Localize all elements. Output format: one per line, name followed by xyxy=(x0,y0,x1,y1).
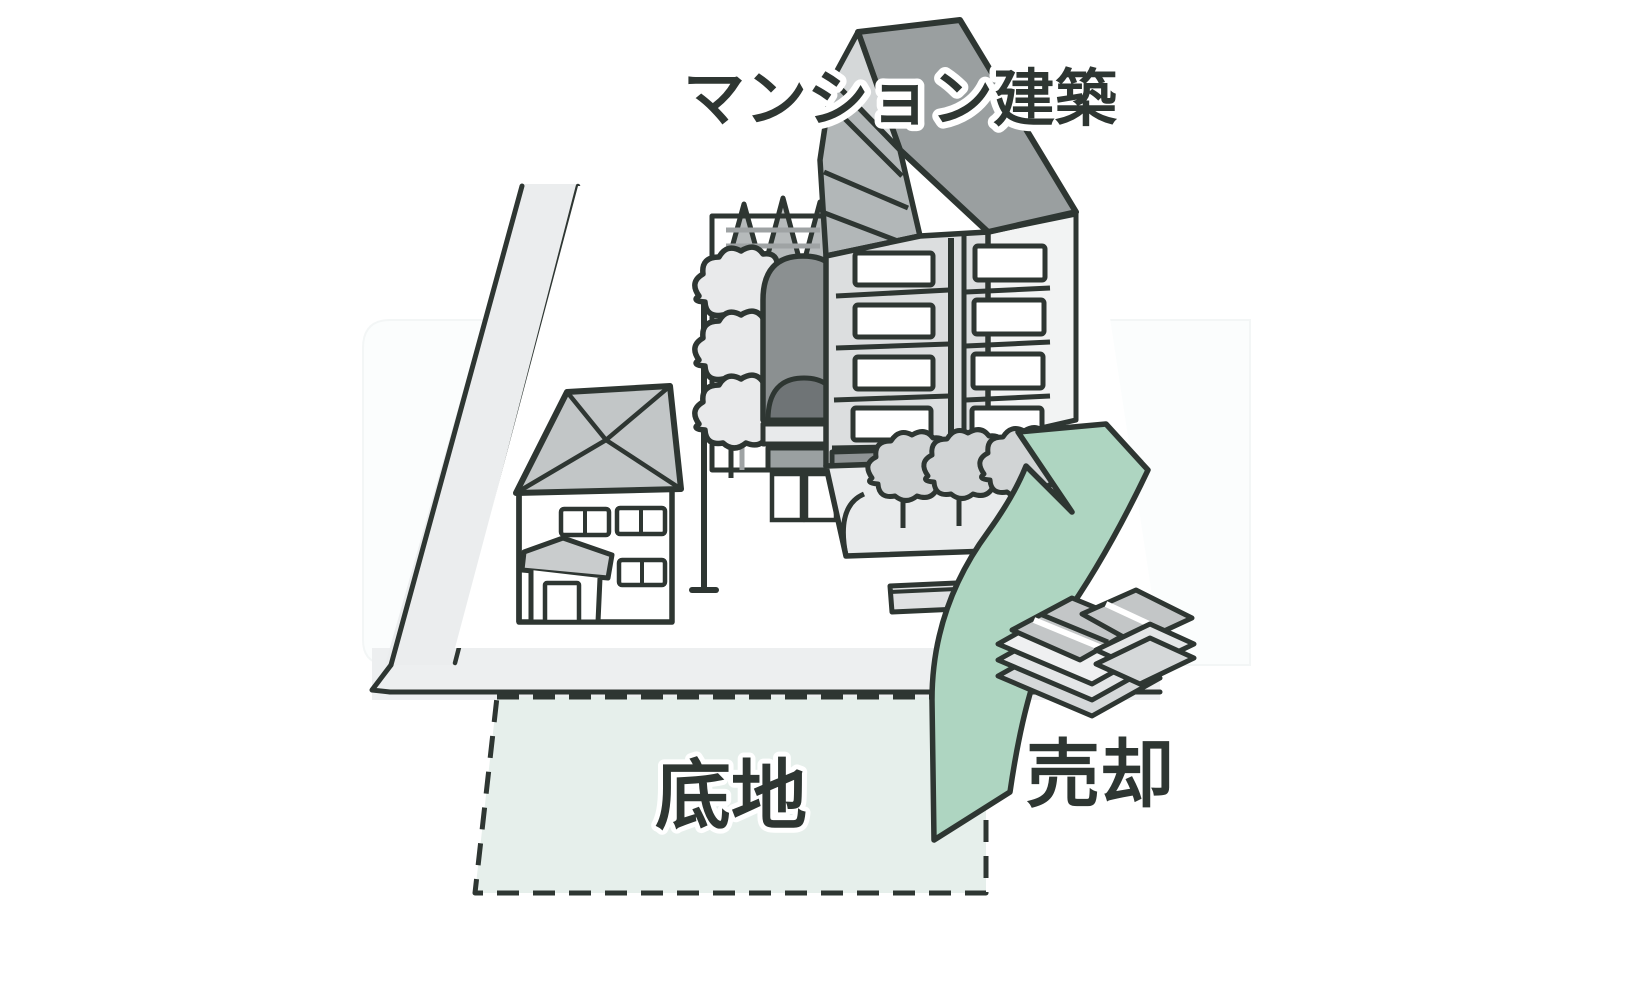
underlying-land-plot xyxy=(472,694,989,896)
money-layer-right-2 xyxy=(1093,635,1197,687)
apartment-floor-line-2 xyxy=(835,341,950,351)
label-construction: マンション建築 xyxy=(683,62,1118,135)
apartment-window-l1 xyxy=(852,302,936,340)
apartment-diagonal-1 xyxy=(834,108,904,178)
detached-house xyxy=(513,383,684,625)
house-roof-ridge-2 xyxy=(604,384,672,442)
apartment-right-floor-2 xyxy=(965,339,1051,349)
label-underlying-land: 底地 xyxy=(655,751,807,840)
road-corner xyxy=(369,662,394,695)
apartment-right-floor-3 xyxy=(965,393,1051,403)
road-diagonal xyxy=(385,184,578,665)
podium-curve xyxy=(840,491,866,557)
apartment-floor-line-3 xyxy=(833,393,950,403)
house-door xyxy=(542,580,582,625)
apartment-window-l0 xyxy=(852,250,936,288)
apartment-window-r2 xyxy=(970,351,1046,391)
apartment-diagonal-2 xyxy=(823,169,909,211)
money-band-left-2 xyxy=(1032,617,1104,651)
apartment-window-l2 xyxy=(852,354,936,392)
road-diagonal-edge-left xyxy=(388,183,525,668)
entrance-door-left xyxy=(769,471,805,523)
apartment-floor-line-1 xyxy=(835,287,950,299)
apartment-window-r1 xyxy=(971,297,1047,337)
apartment-right-floor-1 xyxy=(965,285,1051,295)
house-roof-ridge-1 xyxy=(565,390,608,442)
money-band-left xyxy=(1039,611,1109,645)
apartment-window-r0 xyxy=(972,243,1048,283)
label-sale: 売却 xyxy=(1026,732,1174,818)
money-stacks xyxy=(995,587,1197,719)
house-roof-ridge-4 xyxy=(604,438,683,491)
house-roof-ridge-3 xyxy=(514,438,608,495)
